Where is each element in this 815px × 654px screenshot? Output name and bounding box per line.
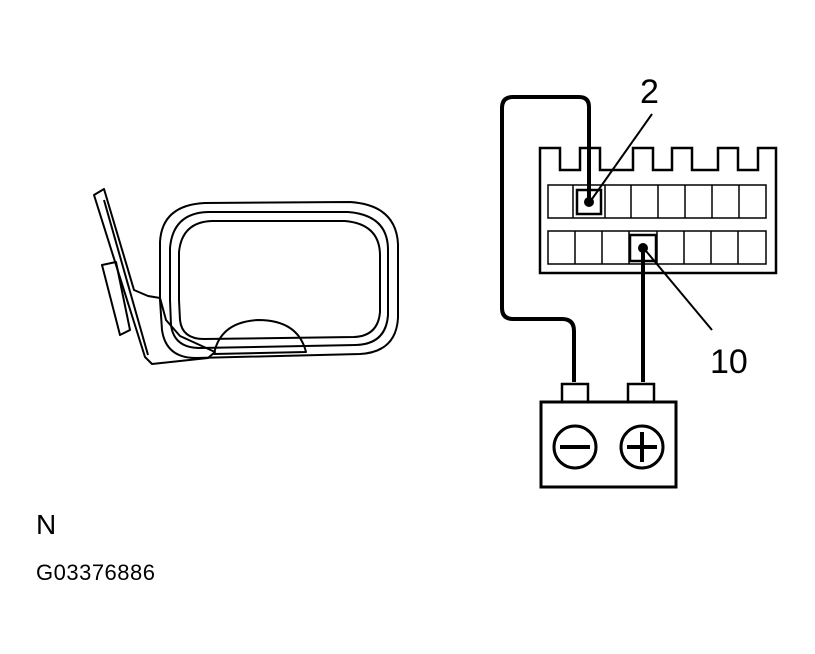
mirror-housing (159, 201, 399, 359)
view-letter: N (36, 509, 57, 540)
leader-terminal-2 (591, 113, 653, 200)
callout-label-2: 2 (640, 73, 659, 111)
mirror-glass (178, 220, 381, 340)
connector (538, 146, 778, 275)
mirror-heater-dome (213, 319, 307, 355)
mirror-mount-base (101, 261, 131, 336)
leader-terminal-10 (645, 250, 713, 331)
side-mirror (93, 188, 399, 365)
connector-row-upper (547, 184, 767, 219)
test-leads (500, 95, 645, 382)
battery (539, 382, 678, 489)
battery-terminal-positive-post (626, 382, 656, 404)
figure-code: G03376886 (36, 560, 156, 585)
mirror-mount-bracket (93, 188, 216, 365)
connector-housing (538, 146, 778, 275)
callout-leaders (591, 113, 713, 331)
mirror-rim (169, 211, 389, 349)
battery-case (539, 400, 678, 489)
positive-terminal-icon (619, 424, 665, 470)
callout-label-10: 10 (710, 343, 748, 381)
negative-lead (500, 95, 591, 382)
battery-terminal-negative-post (560, 382, 590, 404)
negative-terminal-icon (552, 424, 598, 470)
